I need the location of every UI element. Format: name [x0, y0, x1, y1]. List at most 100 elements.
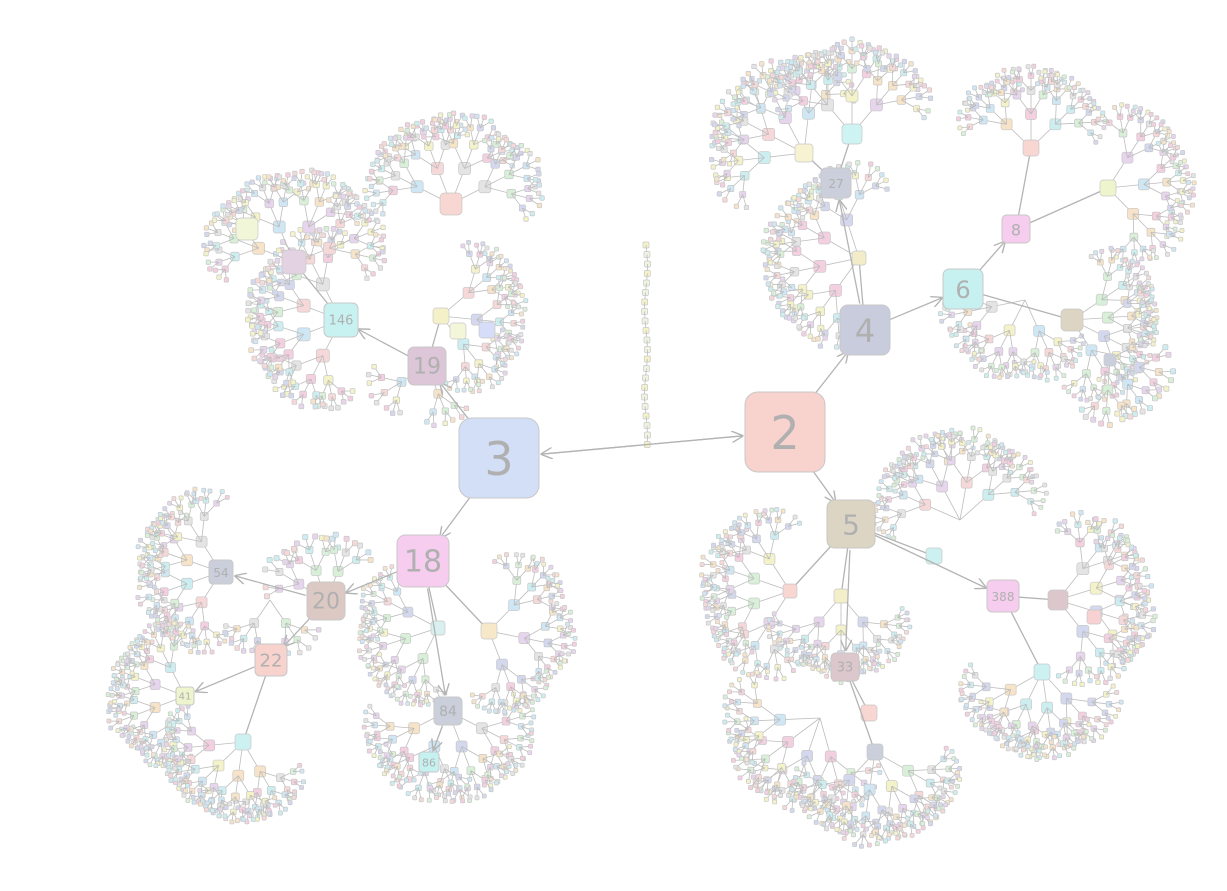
leaf-node — [536, 171, 542, 177]
leaf-node — [424, 698, 430, 704]
leaf-node — [146, 623, 152, 629]
leaf-node — [137, 633, 143, 639]
leaf-node — [1129, 258, 1135, 264]
leaf-node — [212, 267, 218, 273]
leaf-node — [248, 347, 254, 353]
leaf-node — [223, 277, 229, 283]
leaf-node — [216, 813, 222, 819]
leaf-node — [140, 661, 149, 670]
leaf-node — [114, 686, 120, 691]
leaf-node — [146, 610, 151, 615]
leaf-node — [1191, 180, 1197, 186]
leaf-node — [144, 576, 150, 581]
leaf-node — [508, 752, 514, 757]
leaf-node — [719, 560, 725, 566]
leaf-node — [318, 171, 324, 177]
leaf-node — [225, 211, 231, 218]
leaf-node — [331, 181, 337, 187]
leaf-node — [714, 637, 719, 643]
leaf-node — [490, 384, 495, 390]
leaf-node — [459, 414, 465, 420]
leaf-node — [759, 61, 765, 67]
leaf-node — [288, 392, 295, 399]
leaf-node — [158, 553, 164, 558]
leaf-node — [511, 300, 517, 306]
leaf-node — [723, 533, 729, 539]
leaf-node — [785, 200, 792, 207]
leaf-node — [805, 52, 812, 58]
leaf-node — [989, 85, 994, 90]
leaf-node — [1049, 73, 1055, 78]
leaf-node — [112, 699, 117, 704]
leaf-node — [531, 693, 536, 699]
leaf-node — [424, 419, 430, 425]
leaf-node — [349, 388, 356, 394]
leaf-node — [1178, 160, 1184, 165]
leaf-node — [771, 221, 777, 227]
leaf-node — [822, 335, 828, 341]
leaf-node — [361, 264, 369, 272]
leaf-node — [519, 338, 524, 344]
leaf-node — [107, 707, 113, 713]
leaf-node — [1139, 300, 1145, 306]
leaf-node — [377, 679, 383, 685]
leaf-node — [1186, 195, 1192, 201]
leaf-node — [1070, 363, 1076, 369]
leaf-node — [867, 45, 873, 51]
leaf-node — [776, 236, 782, 242]
leaf-node — [143, 758, 149, 764]
leaf-node — [374, 158, 380, 164]
leaf-node — [859, 669, 864, 675]
leaf-node — [180, 632, 187, 639]
leaf-node — [519, 762, 525, 768]
leaf-node — [249, 323, 255, 329]
leaf-node — [1144, 270, 1149, 276]
leaf-node — [859, 43, 865, 49]
leaf-node — [738, 622, 747, 631]
leaf-node — [480, 241, 486, 247]
leaf-node — [565, 621, 571, 627]
leaf-node — [362, 656, 368, 662]
leaf-node — [257, 330, 264, 336]
leaf-node — [797, 303, 805, 311]
leaf-node — [347, 395, 354, 402]
leaf-node — [711, 633, 717, 639]
leaf-node — [760, 247, 766, 253]
leaf-node — [513, 280, 518, 286]
leaf-node — [764, 250, 771, 256]
leaf-node — [763, 275, 769, 281]
leaf-node — [380, 249, 386, 255]
leaf-node — [442, 793, 447, 799]
leaf-node — [1112, 104, 1118, 110]
leaf-node — [362, 202, 368, 209]
leaf-node — [775, 303, 781, 310]
leaf-node — [361, 622, 366, 628]
leaf-node — [267, 285, 273, 291]
leaf-node — [152, 548, 158, 554]
leaf-node — [292, 170, 298, 176]
leaf-node — [240, 188, 246, 194]
leaf-node — [261, 815, 267, 821]
leaf-node — [381, 258, 387, 264]
leaf-node — [829, 46, 835, 52]
leaf-node — [383, 161, 389, 167]
leaf-node — [796, 324, 802, 330]
leaf-node — [368, 392, 375, 399]
leaf-node — [812, 178, 819, 184]
leaf-node — [283, 549, 290, 556]
leaf-node — [561, 658, 567, 664]
leaf-node — [1172, 226, 1178, 232]
leaf-node — [494, 780, 499, 786]
leaf-node — [405, 701, 411, 706]
leaf-node — [244, 181, 250, 187]
leaf-node — [509, 355, 514, 361]
leaf-node — [1095, 116, 1101, 122]
leaf-node — [766, 624, 772, 630]
leaf-node — [272, 795, 278, 801]
leaf-node — [1009, 69, 1015, 75]
leaf-node — [330, 174, 336, 180]
leaf-node — [715, 145, 722, 152]
leaf-node — [712, 122, 718, 128]
leaf-node — [778, 205, 784, 211]
leaf-node — [773, 676, 779, 682]
